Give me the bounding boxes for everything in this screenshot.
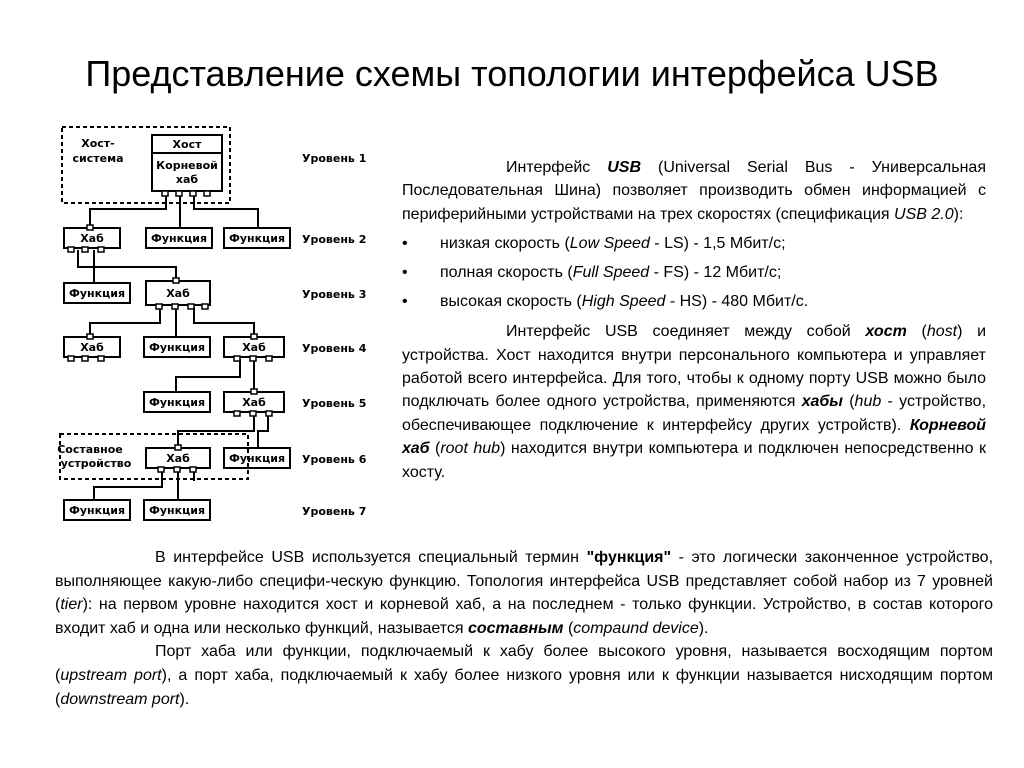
hub-label: Хаб xyxy=(242,341,266,354)
host-system-label-1: Хост- xyxy=(81,137,115,150)
function-label: Функция xyxy=(69,287,125,300)
level-label: Уровень 6 xyxy=(302,453,367,466)
function-label: Функция xyxy=(149,341,205,354)
spec-term: USB 2.0 xyxy=(894,205,954,223)
function-box xyxy=(63,282,131,304)
function-label: Функция xyxy=(229,232,285,245)
tier-term: tier xyxy=(60,596,83,614)
speed-list: • низкая скорость (Low Speed - LS) - 1,5 … xyxy=(402,229,986,316)
text-run: Порт хаба или функции, подключаемый к ха… xyxy=(55,643,993,684)
text-run: ( xyxy=(842,393,855,411)
list-item: • низкая скорость (Low Speed - LS) - 1,5 … xyxy=(402,229,986,258)
root-hub-term: Корневой хаб xyxy=(402,416,986,458)
compound-device-frame xyxy=(59,433,249,480)
root-hub-box xyxy=(151,152,223,192)
text-run: В интерфейсе USB используется специальны… xyxy=(155,549,587,566)
speed-term: Low Speed xyxy=(569,235,650,253)
text-run: низкая скорость ( xyxy=(440,235,570,253)
hub-label: Хаб xyxy=(166,452,190,465)
usb-intro-paragraph: Интерфейс USB (Universal Serial Bus - Ун… xyxy=(402,156,986,226)
bullet-icon: • xyxy=(402,235,408,253)
bullet-icon: • xyxy=(402,264,408,282)
text-run: ) и устройства. Хост находится внутри пе… xyxy=(402,323,987,411)
ports-paragraph: Порт хаба или функции, подключаемый к ха… xyxy=(55,640,993,711)
right-text-block: Интерфейс USB (Universal Serial Bus - Ун… xyxy=(402,156,986,484)
compound-label-2: устройство xyxy=(61,457,132,470)
function-label: Функция xyxy=(149,504,205,517)
bottom-text-block: В интерфейсе USB используется специальны… xyxy=(55,546,993,711)
level-label: Уровень 2 xyxy=(302,233,366,246)
text-run: ), а порт хаба, подключаемый к хабу боле… xyxy=(55,666,994,708)
text-run: ( xyxy=(563,619,574,637)
host-paragraph: Интерфейс USB соединяет между собой хост… xyxy=(402,320,986,484)
usb-topology-diagram: Хост- система Хост Корневой хаб Хаб Функ… xyxy=(57,126,367,521)
host-label: Хост xyxy=(173,138,203,151)
hub-label: Хаб xyxy=(80,232,104,245)
text-run: - FS) - 12 Мбит/с; xyxy=(649,264,782,282)
level-label: Уровень 3 xyxy=(302,288,366,301)
text-run: (Universal Serial Bus - Универсальная По… xyxy=(402,159,986,223)
root-hub-term-en: root hub xyxy=(440,440,501,458)
hub-label: Хаб xyxy=(242,396,266,409)
compound-term: составным xyxy=(467,619,564,637)
text-run: - HS) - 480 Мбит/с. xyxy=(665,293,809,311)
text-run: ) находится внутри компьютера и подключе… xyxy=(402,440,987,481)
level-label: Уровень 1 xyxy=(302,152,366,165)
level-label: Уровень 7 xyxy=(302,505,366,518)
usb-term: USB xyxy=(607,159,642,176)
hub-label: Хаб xyxy=(166,287,190,300)
function-label: Функция xyxy=(149,396,205,409)
list-item: • полная скорость (Full Speed - FS) - 12 … xyxy=(402,258,986,287)
text-run: - LS) - 1,5 Мбит/с; xyxy=(649,235,786,253)
text-run: ( xyxy=(906,323,927,341)
text-run: ( xyxy=(429,440,441,458)
hub-label: Хаб xyxy=(80,341,104,354)
speed-term: High Speed xyxy=(581,293,666,311)
level-label: Уровень 4 xyxy=(302,342,367,355)
upstream-term: upstream port xyxy=(60,666,162,684)
function-label: Функция xyxy=(69,504,125,517)
text-run: ): на первом уровне находится хост и кор… xyxy=(55,596,993,637)
text-run: Интерфейс xyxy=(506,159,608,176)
function-label: Функция xyxy=(151,232,207,245)
level-label: Уровень 5 xyxy=(302,397,366,410)
list-item: • высокая скорость (High Speed - HS) - 48… xyxy=(402,287,986,316)
compound-label-1: Составное xyxy=(57,443,123,456)
text-run: Интерфейс USB соединяет между собой xyxy=(506,323,866,341)
text-run: высокая скорость ( xyxy=(440,293,582,311)
speed-term: Full Speed xyxy=(572,264,650,282)
compound-term-en: compaund device xyxy=(573,619,699,637)
function-term: "функция" xyxy=(586,549,672,566)
function-paragraph: В интерфейсе USB используется специальны… xyxy=(55,546,993,640)
text-run: ). xyxy=(179,690,190,708)
downstream-term: downstream port xyxy=(60,690,180,708)
hubs-term: хабы xyxy=(801,393,843,411)
root-hub-label-1: Корневой xyxy=(156,159,218,172)
text-run: - устройство, обеспечивающее подключение… xyxy=(402,393,987,434)
host-term-en: host xyxy=(926,323,958,341)
text-run: ): xyxy=(953,205,964,223)
host-system-label-2: система xyxy=(73,152,124,165)
text-run: - это логически законченное устройство, … xyxy=(55,549,994,614)
text-run: ). xyxy=(698,619,709,637)
bullet-icon: • xyxy=(402,293,408,311)
host-term: хост xyxy=(865,323,907,341)
text-run: полная скорость ( xyxy=(440,264,573,282)
root-hub-label-2: хаб xyxy=(176,173,199,186)
function-label: Функция xyxy=(229,452,285,465)
function-box xyxy=(63,499,131,521)
hub-term-en: hub xyxy=(854,393,882,411)
host-system-frame xyxy=(61,126,231,204)
slide-title: Представление схемы топологии интерфейса… xyxy=(85,53,939,94)
